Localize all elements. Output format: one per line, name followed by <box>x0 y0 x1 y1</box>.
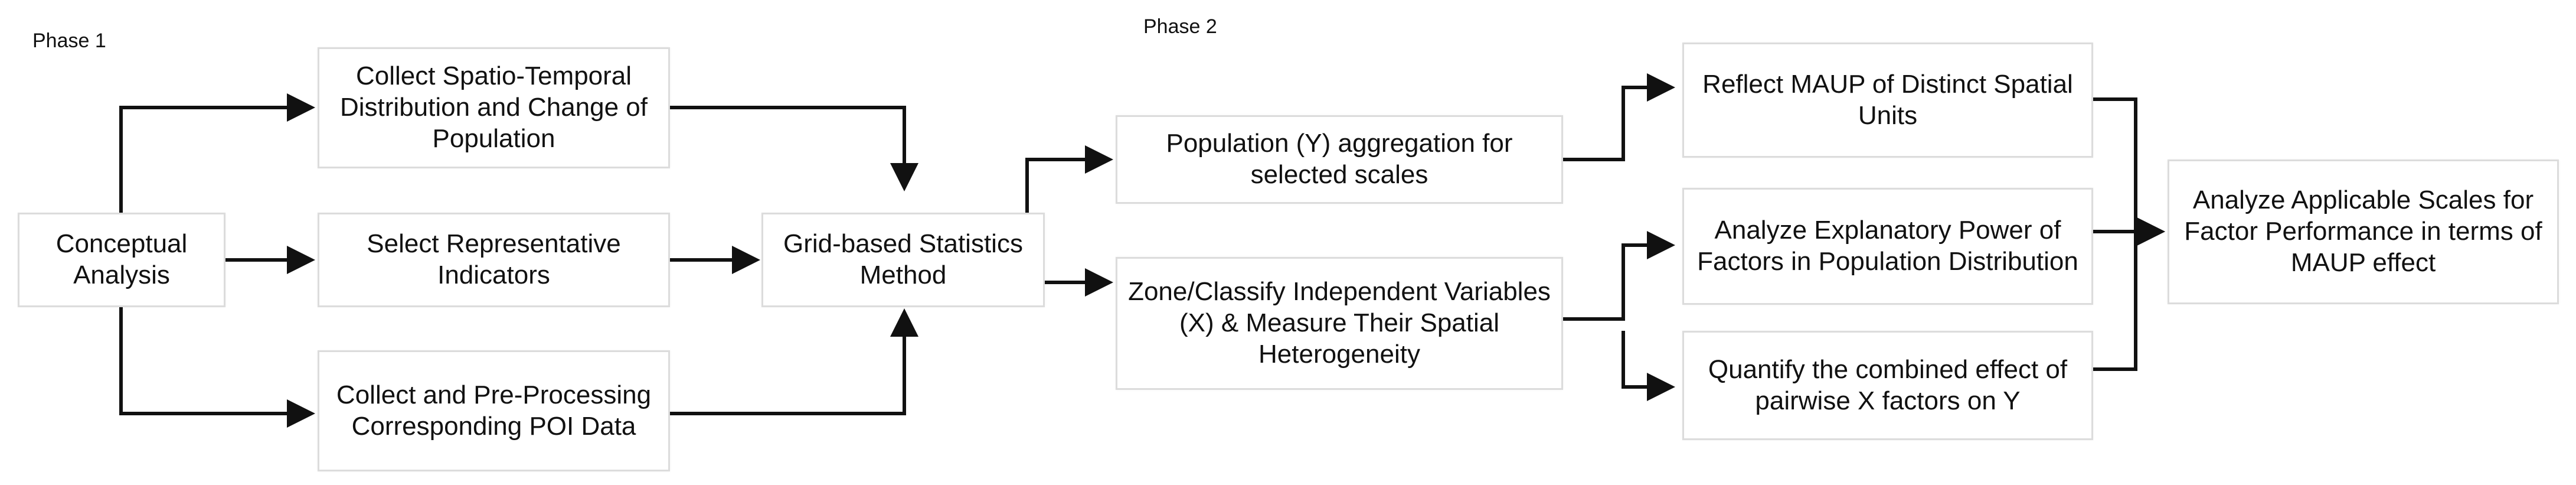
node-conceptual-analysis: Conceptual Analysis <box>18 213 225 307</box>
arrow-conceptual-to-collect-poi <box>119 307 315 428</box>
arrow-grid-to-pop-agg <box>1025 145 1113 213</box>
node-select-indicators: Select Representative Indicators <box>318 213 670 307</box>
arrow-to-maup <box>1563 73 1675 161</box>
node-final-analysis: Analyze Applicable Scales for Factor Per… <box>2168 160 2559 304</box>
arrow-collect-st-to-grid <box>670 106 918 191</box>
node-zone-classify: Zone/Classify Independent Variables (X) … <box>1116 257 1563 390</box>
arrow-conceptual-to-collect-st <box>119 93 315 213</box>
arrow-collect-poi-to-grid <box>670 308 918 415</box>
arrow-to-quantify <box>1622 331 1675 401</box>
node-explanatory-power: Analyze Explanatory Power of Factors in … <box>1682 188 2093 305</box>
node-collect-poi: Collect and Pre-Processing Corresponding… <box>318 350 670 471</box>
arrow-maup-to-final <box>2093 97 2165 246</box>
node-quantify-combined-effect: Quantify the combined effect of pairwise… <box>1682 331 2093 440</box>
node-reflect-maup: Reflect MAUP of Distinct Spatial Units <box>1682 43 2093 158</box>
node-population-aggregation: Population (Y) aggregation for selected … <box>1116 115 1563 204</box>
arrow-to-explain <box>1563 231 1675 321</box>
arrow-quantify-to-final <box>2093 232 2137 371</box>
node-collect-spatio-temporal: Collect Spatio-Temporal Distribution and… <box>318 47 670 168</box>
node-grid-statistics: Grid-based Statistics Method <box>761 213 1045 307</box>
phase-1-label: Phase 1 <box>32 30 106 52</box>
phase-2-label: Phase 2 <box>1143 15 1217 38</box>
